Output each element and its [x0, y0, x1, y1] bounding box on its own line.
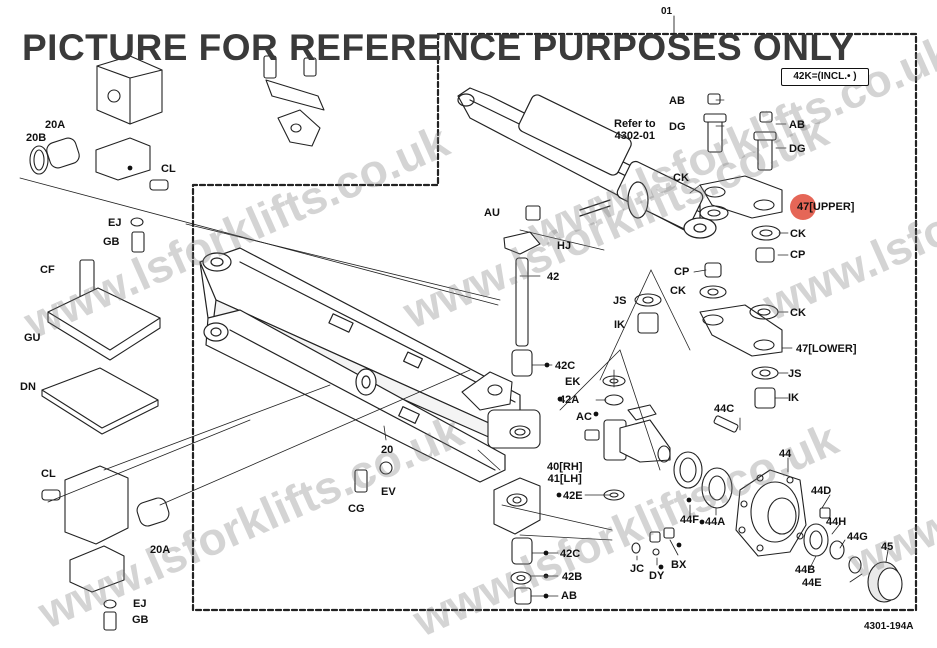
- tie-arm-upper: [699, 175, 783, 219]
- axle-beam: [199, 247, 521, 483]
- callout-jc[interactable]: JC: [630, 563, 645, 575]
- callout-gb[interactable]: GB: [103, 236, 120, 248]
- callout-part-44d[interactable]: 44D: [811, 485, 832, 497]
- callout-dn[interactable]: DN: [20, 381, 36, 393]
- top-bracket-parts: [263, 55, 325, 147]
- callout-gb[interactable]: GB: [132, 614, 149, 626]
- kingpin-assembly: [503, 205, 626, 585]
- callout-cp[interactable]: CP: [790, 249, 806, 261]
- callout-refer[interactable]: Refer to 4302-01: [614, 118, 656, 142]
- callout-dg[interactable]: DG: [789, 143, 806, 155]
- callout-ik[interactable]: IK: [788, 392, 799, 404]
- callout-ck[interactable]: CK: [790, 228, 806, 240]
- callout-part-44f[interactable]: 44F: [680, 514, 699, 526]
- callout-au[interactable]: AU: [484, 207, 500, 219]
- callout-cp[interactable]: CP: [674, 266, 690, 278]
- left-mounting-parts: [29, 55, 393, 631]
- kingpin-boss-lower: [493, 477, 541, 535]
- selected-part-highlight: [790, 194, 816, 220]
- callout-part-20a[interactable]: 20A: [150, 544, 171, 556]
- callout-part-42b[interactable]: 42B: [562, 571, 583, 583]
- drawing-number: 4301-194A: [864, 621, 914, 632]
- callout-cf[interactable]: CF: [40, 264, 55, 276]
- callout-part-20[interactable]: 20: [381, 444, 394, 456]
- callout-ab[interactable]: AB: [669, 95, 685, 107]
- callout-part-45[interactable]: 45: [881, 541, 894, 553]
- grease-fittings: [514, 93, 777, 605]
- callout-bx[interactable]: BX: [671, 559, 687, 571]
- included-parts-note: 42K=(INCL.• ): [781, 68, 869, 86]
- callout-part-44b[interactable]: 44B: [795, 564, 816, 576]
- callout-part-20b[interactable]: 20B: [26, 132, 47, 144]
- callout-part-44c[interactable]: 44C: [714, 403, 735, 415]
- sheet-reference: 01: [661, 6, 673, 17]
- callout-dy[interactable]: DY: [649, 570, 665, 582]
- callout-part-44g[interactable]: 44G: [847, 531, 868, 543]
- steering-knuckle: [584, 404, 671, 463]
- callout-part-42a[interactable]: 42A: [559, 394, 580, 406]
- kingpin-boss-upper: [461, 371, 541, 449]
- callout-part-42[interactable]: 42: [547, 271, 560, 283]
- assembly-boundary: [191, 32, 918, 612]
- callout-part-44e[interactable]: 44E: [802, 577, 822, 589]
- callout-part-47-lower[interactable]: 47[LOWER]: [796, 343, 857, 355]
- callout-hj[interactable]: HJ: [557, 240, 572, 252]
- callout-ab[interactable]: AB: [561, 590, 577, 602]
- callout-ek[interactable]: EK: [565, 376, 581, 388]
- callout-ej[interactable]: EJ: [108, 217, 122, 229]
- callout-ac[interactable]: AC: [576, 411, 592, 423]
- callout-ej[interactable]: EJ: [133, 598, 147, 610]
- callout-cl[interactable]: CL: [161, 163, 176, 175]
- callout-part-42e[interactable]: 42E: [563, 490, 583, 502]
- leader-lines: [19, 99, 889, 597]
- callout-part-42c[interactable]: 42C: [560, 548, 581, 560]
- callout-part-20a[interactable]: 20A: [45, 119, 66, 131]
- included-part-dots: [127, 165, 705, 599]
- callout-part-44a[interactable]: 44A: [705, 516, 726, 528]
- callout-part-40-41[interactable]: 40[RH] 41[LH]: [547, 461, 583, 485]
- callout-cg[interactable]: CG: [348, 503, 365, 515]
- callout-part-42c[interactable]: 42C: [555, 360, 576, 372]
- wheel-hub: [631, 415, 903, 603]
- callout-part-44[interactable]: 44: [779, 448, 792, 460]
- callout-part-47-upper[interactable]: 47[UPPER]: [797, 201, 855, 213]
- tie-arm-lower: [699, 304, 783, 357]
- callout-ck[interactable]: CK: [790, 307, 806, 319]
- callout-cl[interactable]: CL: [41, 468, 56, 480]
- callout-js[interactable]: JS: [613, 295, 627, 307]
- callout-part-44h[interactable]: 44H: [826, 516, 847, 528]
- callout-ab[interactable]: AB: [789, 119, 805, 131]
- callout-ck[interactable]: CK: [670, 285, 686, 297]
- steering-cylinder: [457, 87, 717, 239]
- callout-dg[interactable]: DG: [669, 121, 686, 133]
- callout-ck[interactable]: CK: [673, 172, 689, 184]
- reference-banner: PICTURE FOR REFERENCE PURPOSES ONLY: [22, 27, 855, 68]
- callout-ev[interactable]: EV: [381, 486, 396, 498]
- callout-gu[interactable]: GU: [24, 332, 41, 344]
- callout-js[interactable]: JS: [788, 368, 802, 380]
- callout-ik[interactable]: IK: [614, 319, 625, 331]
